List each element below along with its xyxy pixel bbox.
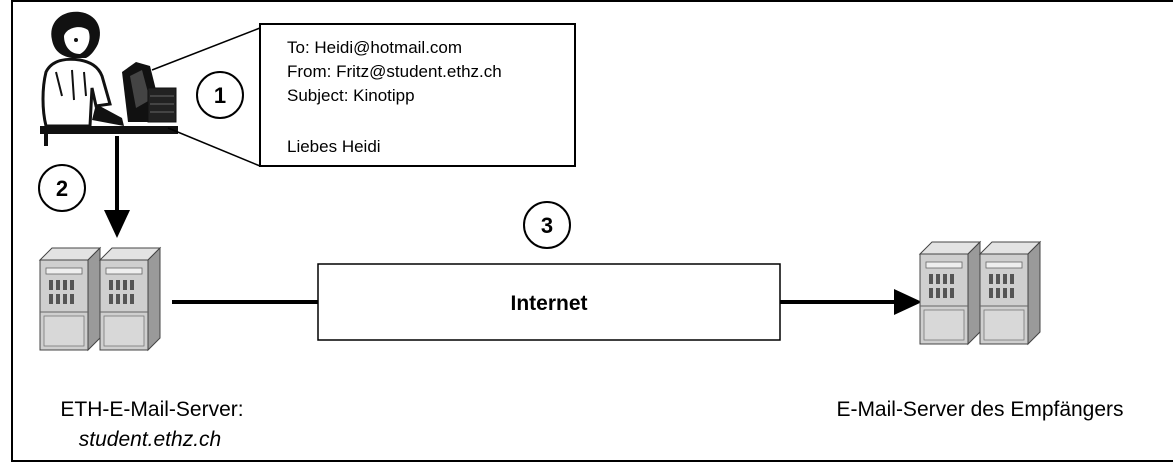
step-1-number: 1 bbox=[214, 83, 226, 108]
step-1-marker: 1 bbox=[196, 71, 244, 119]
sender-server-title: ETH-E-Mail-Server: bbox=[60, 398, 243, 421]
email-from: From: Fritz@student.ethz.ch bbox=[287, 62, 502, 81]
email-body: Liebes Heidi bbox=[287, 137, 381, 156]
email-to: To: Heidi@hotmail.com bbox=[287, 38, 462, 57]
internet-label: Internet bbox=[510, 292, 587, 315]
sender-server-host: student.ethz.ch bbox=[79, 428, 221, 451]
receiver-server-title: E-Mail-Server des Empfängers bbox=[836, 398, 1123, 421]
callout-line-top bbox=[151, 27, 261, 71]
callout-line-bottom bbox=[167, 127, 261, 167]
deliver-right-arrow bbox=[780, 289, 922, 315]
sender-server-icon bbox=[39, 247, 161, 351]
send-down-arrow bbox=[104, 136, 130, 238]
email-message-box bbox=[259, 23, 576, 167]
step-2-marker: 2 bbox=[38, 164, 86, 212]
person-at-computer-icon bbox=[40, 11, 178, 146]
step-3-marker: 3 bbox=[523, 201, 571, 249]
email-subject: Subject: Kinotipp bbox=[287, 86, 415, 105]
receiver-server-icon bbox=[919, 241, 1041, 345]
step-2-number: 2 bbox=[56, 176, 68, 201]
diagram-frame bbox=[11, 0, 1173, 462]
step-3-number: 3 bbox=[541, 213, 553, 238]
